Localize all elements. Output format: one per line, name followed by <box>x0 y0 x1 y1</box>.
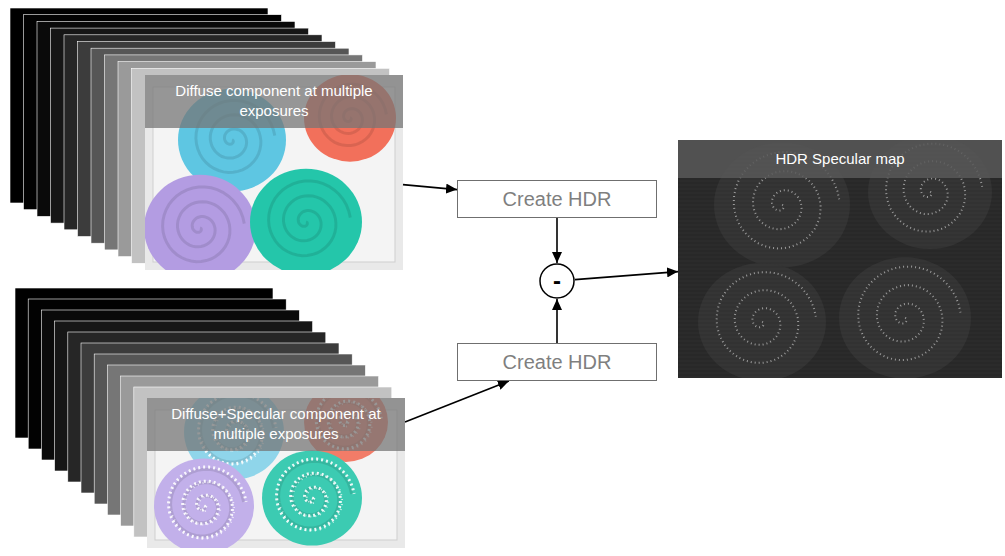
paint-blob <box>154 459 254 549</box>
map-scanline <box>678 285 1002 286</box>
map-scanline <box>678 249 1002 250</box>
map-blob <box>839 257 971 378</box>
map-scanline <box>678 341 1002 342</box>
map-scanline <box>678 297 1002 298</box>
photo-ground <box>145 75 403 270</box>
specular-map <box>678 135 1002 381</box>
map-scanline <box>678 365 1002 366</box>
map-scanline <box>678 209 1002 210</box>
photo-stack: Diffuse component at multiple exposures <box>145 75 403 270</box>
paint-blob <box>262 451 362 546</box>
map-scanline <box>678 333 1002 334</box>
map-scanline <box>678 293 1002 294</box>
photo-stack: Diffuse+Specular component at multiple e… <box>147 398 405 548</box>
map-scanline <box>678 257 1002 258</box>
map-scanline <box>678 185 1002 186</box>
map-scanline <box>678 205 1002 206</box>
paint-blob <box>250 169 362 270</box>
map-scanline <box>678 201 1002 202</box>
map-scanline <box>678 289 1002 290</box>
map-texture <box>678 140 1002 378</box>
paint-swirl <box>163 187 245 262</box>
specular-highlight <box>169 467 247 538</box>
photo <box>144 74 403 281</box>
box-label: Create HDR <box>503 351 612 374</box>
map-scanline <box>678 377 1002 378</box>
process-box: Create HDR <box>457 180 657 218</box>
paint-blob <box>145 175 256 270</box>
map-scanline <box>678 193 1002 194</box>
map-scanline <box>678 245 1002 246</box>
map-scanline <box>678 189 1002 190</box>
box-label: Create HDR <box>503 188 612 211</box>
map-scanline <box>678 221 1002 222</box>
map-scanline <box>678 261 1002 262</box>
map-scanline <box>678 301 1002 302</box>
process-box: Create HDR <box>457 343 657 381</box>
map-scanline <box>678 373 1002 374</box>
arrow-connector <box>556 299 558 343</box>
map-scanline <box>678 229 1002 230</box>
caption-band: Diffuse component at multiple exposures <box>145 75 403 128</box>
map-scanline <box>678 309 1002 310</box>
caption-band: Diffuse+Specular component at multiple e… <box>147 398 405 451</box>
map-scanline <box>678 197 1002 198</box>
map-scanline <box>678 181 1002 182</box>
map-scanline <box>678 253 1002 254</box>
map-scanline <box>678 237 1002 238</box>
specular-highlight <box>279 474 342 530</box>
map-scanline <box>678 353 1002 354</box>
map-scanline <box>678 349 1002 350</box>
map-scanline <box>678 305 1002 306</box>
result-image: HDR Specular map <box>678 140 1002 378</box>
map-scanline <box>678 269 1002 270</box>
photo <box>147 382 405 553</box>
map-scanline <box>678 213 1002 214</box>
map-scanline <box>678 329 1002 330</box>
map-scanline <box>678 281 1002 282</box>
arrow-connector <box>405 381 509 422</box>
map-scanline <box>678 241 1002 242</box>
map-scanline <box>678 337 1002 338</box>
map-scanline <box>678 233 1002 234</box>
caption-band: HDR Specular map <box>678 140 1002 178</box>
operator-symbol: - <box>539 263 575 299</box>
operator-circle: - <box>539 263 575 299</box>
map-scanline <box>678 321 1002 322</box>
map-scanline <box>678 345 1002 346</box>
map-scanline <box>678 317 1002 318</box>
paint-swirl <box>269 181 351 256</box>
map-scanline <box>678 357 1002 358</box>
map-scanline <box>678 273 1002 274</box>
map-scanline <box>678 325 1002 326</box>
arrow-connector <box>403 185 457 190</box>
map-scanline <box>678 313 1002 314</box>
map-scanline <box>678 277 1002 278</box>
map-scanline <box>678 265 1002 266</box>
map-scanline <box>678 361 1002 362</box>
arrow-connector <box>575 272 678 280</box>
specular-highlight <box>277 459 355 530</box>
map-scanline <box>678 217 1002 218</box>
specular-highlight <box>171 482 234 538</box>
map-scanline <box>678 369 1002 370</box>
arrow-connector <box>556 218 558 263</box>
circle-outline <box>540 264 574 298</box>
map-scanline <box>678 225 1002 226</box>
